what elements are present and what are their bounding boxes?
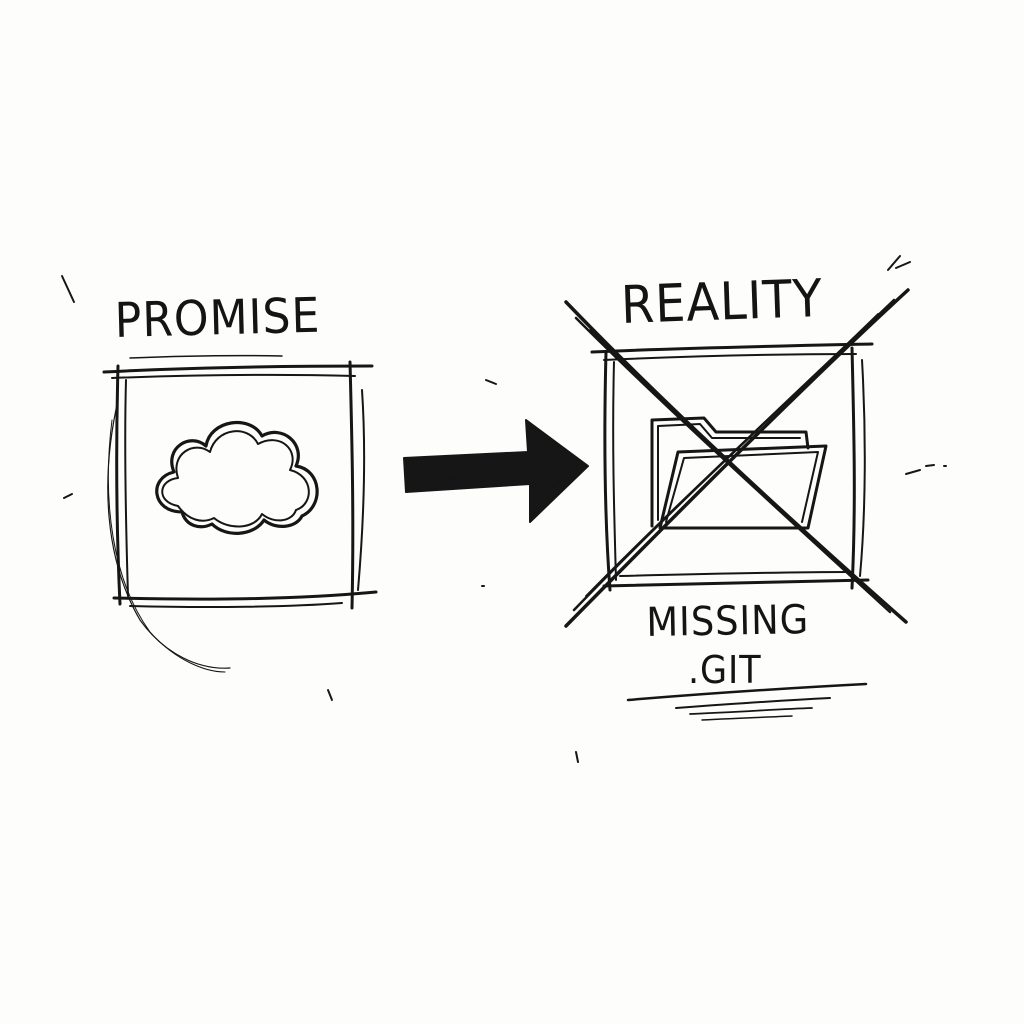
promise-box — [102, 360, 378, 673]
stray-mark — [905, 464, 947, 475]
stray-mark — [485, 379, 497, 385]
x-stroke-2c — [585, 313, 879, 597]
stray-mark — [327, 689, 333, 701]
promise-box-pencil-shadow-2 — [107, 419, 226, 673]
reality-box-bottom-2 — [619, 571, 851, 577]
reality-box-top-2 — [603, 353, 857, 361]
promise-label: PROMISE — [114, 287, 321, 349]
reality-label: REALITY — [620, 268, 824, 336]
stray-marks — [61, 255, 947, 763]
promise-box-left-2 — [124, 379, 129, 597]
missing-label: MISSING — [646, 597, 810, 646]
reality-box-left — [603, 350, 612, 592]
folder-front — [658, 444, 828, 530]
reality-box-right-2 — [859, 359, 866, 577]
cloud-outline-2 — [161, 430, 310, 528]
folder-back-2 — [657, 423, 801, 521]
folder-icon — [650, 416, 828, 530]
arrow-shaft — [403, 419, 589, 523]
promise-box-left — [115, 364, 122, 606]
reality-box-top — [590, 342, 874, 354]
reality-box-bottom — [602, 578, 870, 588]
x-stroke-1c — [589, 329, 871, 595]
underline-4 — [701, 715, 793, 721]
promise-box-right-2 — [357, 389, 366, 591]
stray-mark — [61, 275, 75, 303]
arrow-scribble — [419, 449, 571, 501]
reality-box-left-2 — [612, 361, 617, 581]
x-stroke-2a — [564, 288, 910, 628]
stray-mark — [575, 751, 579, 763]
arrow-right-icon — [403, 419, 589, 523]
cloud-outline — [155, 420, 319, 535]
missing-git-underline — [626, 682, 868, 721]
promise-box-top — [102, 364, 374, 374]
stray-mark — [887, 255, 911, 271]
folder-back — [650, 416, 810, 528]
x-stroke-1a — [564, 300, 908, 624]
promise-box-right — [348, 360, 355, 610]
cross-out-x-icon — [564, 288, 910, 628]
promise-label-underline — [129, 354, 283, 359]
promise-box-bottom-2 — [129, 602, 343, 608]
underline-1 — [626, 682, 868, 702]
folder-front-2 — [665, 451, 819, 523]
reality-box-right — [850, 346, 856, 590]
underline-2 — [675, 697, 831, 709]
promise-box-top-2 — [111, 373, 356, 379]
promise-box-bottom — [112, 590, 378, 601]
underline-3 — [689, 707, 813, 715]
git-label: .GIT — [688, 648, 762, 692]
reality-box — [590, 342, 874, 592]
stray-mark — [63, 493, 73, 499]
cloud-icon — [155, 420, 319, 535]
